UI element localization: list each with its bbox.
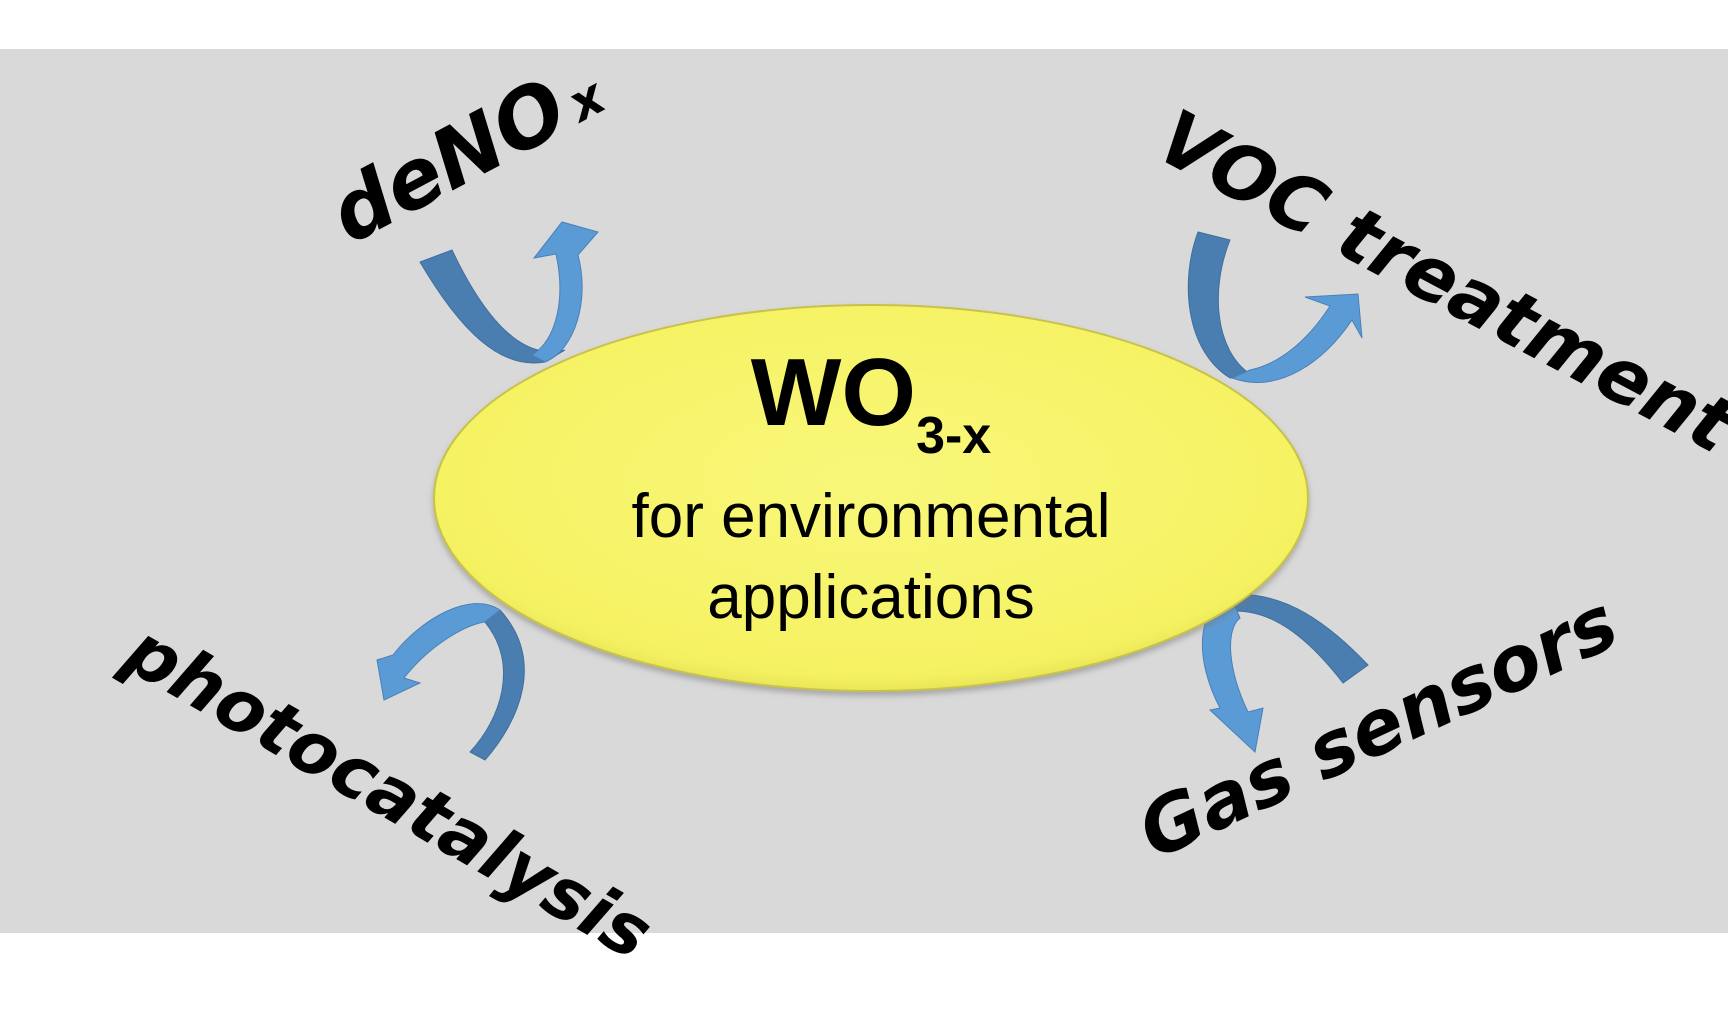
denox-arrow <box>419 221 599 364</box>
center-ellipse <box>433 304 1309 692</box>
center-title-subscript: 3-x <box>916 407 991 465</box>
center-subtitle-line1: for environmental <box>631 482 1110 551</box>
denox-main: deNO <box>315 60 583 262</box>
photocatalysis-arrow <box>376 603 525 761</box>
center-subtitle-line2: applications <box>707 563 1034 632</box>
center-title-main: WO <box>751 339 916 446</box>
center-title: WO3-x <box>751 339 992 465</box>
voc-arrow <box>1187 231 1363 383</box>
